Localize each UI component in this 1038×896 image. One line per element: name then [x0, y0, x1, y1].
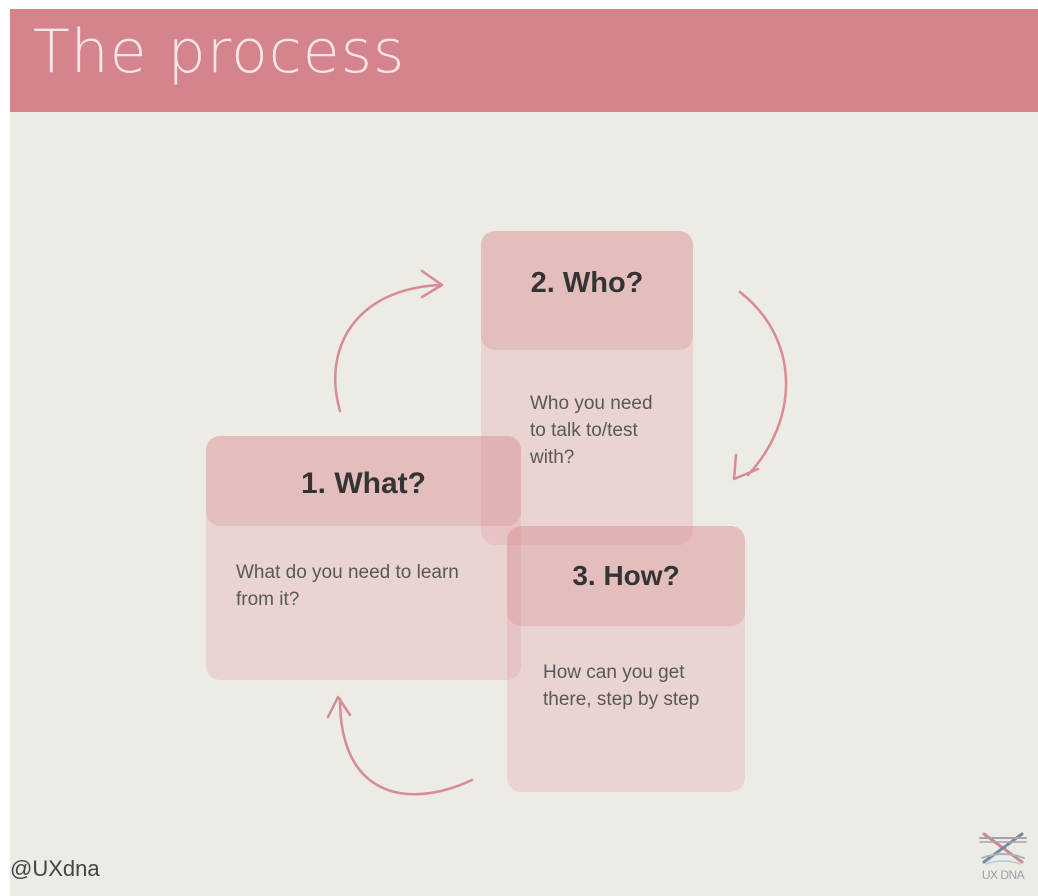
- title-bar: The process: [10, 9, 1038, 112]
- step-title-who: 2. Who?: [481, 231, 693, 350]
- logo-text: UX DNA: [981, 868, 1025, 882]
- step-card-what: 1. What? What do you need to learn from …: [206, 436, 521, 680]
- arrow-how-to-what-icon: [326, 695, 474, 796]
- arrow-who-to-how-icon: [732, 290, 788, 481]
- step-card-how: 3. How? How can you get there, step by s…: [507, 526, 745, 792]
- step-title-how: 3. How?: [507, 526, 745, 626]
- step-title-what: 1. What?: [206, 436, 521, 526]
- uxdna-logo-icon: UX DNA: [972, 828, 1034, 890]
- slide: The process 2. Who? Who you need to talk…: [10, 9, 1038, 896]
- step-body-who: Who you need to talk to/test with?: [530, 393, 653, 468]
- page-title: The process: [33, 17, 406, 87]
- step-body-what: What do you need to learn from it?: [236, 562, 459, 610]
- arrow-what-to-who-icon: [334, 269, 444, 413]
- step-card-who: 2. Who? Who you need to talk to/test wit…: [481, 231, 693, 545]
- step-body-how: How can you get there, step by step: [543, 662, 700, 710]
- footer-handle: @UXdna: [10, 856, 100, 881]
- cycle-arrows: [326, 269, 788, 796]
